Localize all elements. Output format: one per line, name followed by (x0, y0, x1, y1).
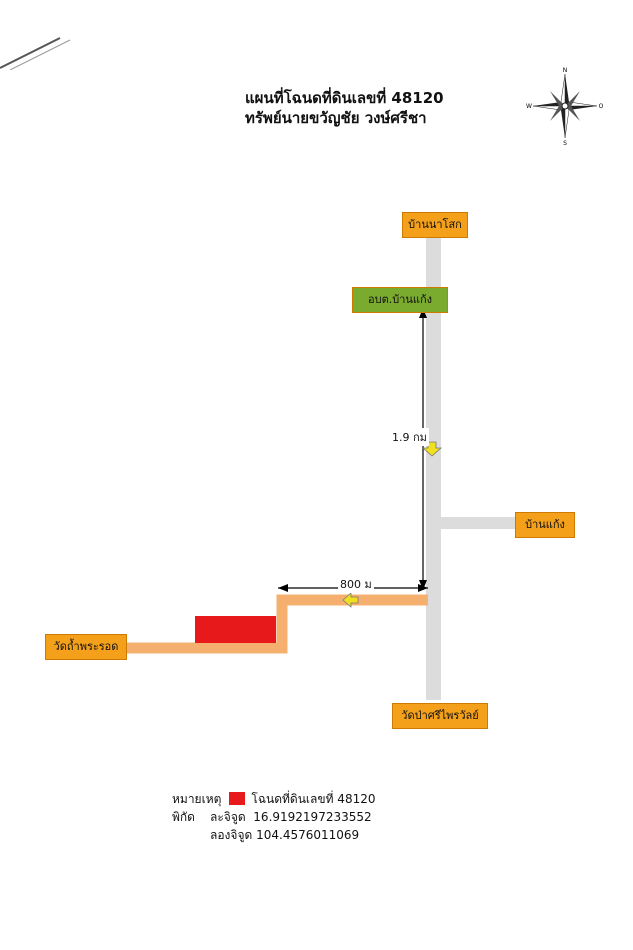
compass-n: N (563, 67, 568, 74)
compass-rose-icon: N S W O (526, 67, 604, 146)
down-arrow-icon (421, 441, 443, 457)
main-road (426, 234, 441, 700)
compass-s: S (563, 140, 567, 146)
coords-label: พิกัด (172, 810, 195, 824)
compass-w: W (526, 103, 532, 110)
lon-value: 104.4576011069 (256, 828, 360, 842)
legend: หมายเหตุ โฉนดที่ดินเลขที่ 48120 พิกัด ละจิ… (172, 790, 375, 844)
place-wat-tham-phra-rod: วัดถ้ำพระรอด (45, 634, 127, 660)
distance-vertical-label: 1.9 กม (390, 428, 429, 446)
place-obt-ban-kaeng: อบต.บ้านแก้ง (352, 287, 448, 313)
branch-road (441, 517, 515, 529)
coords-row-lon: ลองจิจูด 104.4576011069 (172, 826, 375, 844)
place-ban-kaeng: บ้านแก้ง (515, 512, 575, 538)
place-ban-na-sok: บ้านนาโสก (402, 212, 468, 238)
coords-row-lat: พิกัด ละจิจูด 16.9192197233552 (172, 808, 375, 826)
title-line-2: ทรัพย์นายขวัญชัย วงษ์ศรีชา (245, 109, 427, 127)
legend-row: หมายเหตุ โฉนดที่ดินเลขที่ 48120 (172, 790, 375, 808)
title-line-1: แผนที่โฉนดที่ดินเลขที่ 48120 (245, 89, 444, 107)
lat-value: 16.9192197233552 (253, 810, 372, 824)
distance-horizontal-label: 800 ม (338, 575, 374, 593)
lat-label: ละจิจูด (210, 810, 246, 824)
legend-label: หมายเหตุ (172, 792, 222, 806)
lon-label: ลองจิจูด (210, 828, 253, 842)
left-arrow-icon (342, 592, 359, 608)
compass-e: O (599, 103, 604, 110)
legend-item: โฉนดที่ดินเลขที่ 48120 (251, 792, 376, 806)
parcel-swatch (229, 792, 246, 805)
land-parcel (195, 616, 276, 643)
place-wat-pa-si-phrawan: วัดป่าศรีไพรวัลย์ (392, 703, 488, 729)
scan-corner-mark (0, 37, 71, 70)
map-title: แผนที่โฉนดที่ดินเลขที่ 48120 ทรัพย์นายขว… (245, 88, 444, 128)
